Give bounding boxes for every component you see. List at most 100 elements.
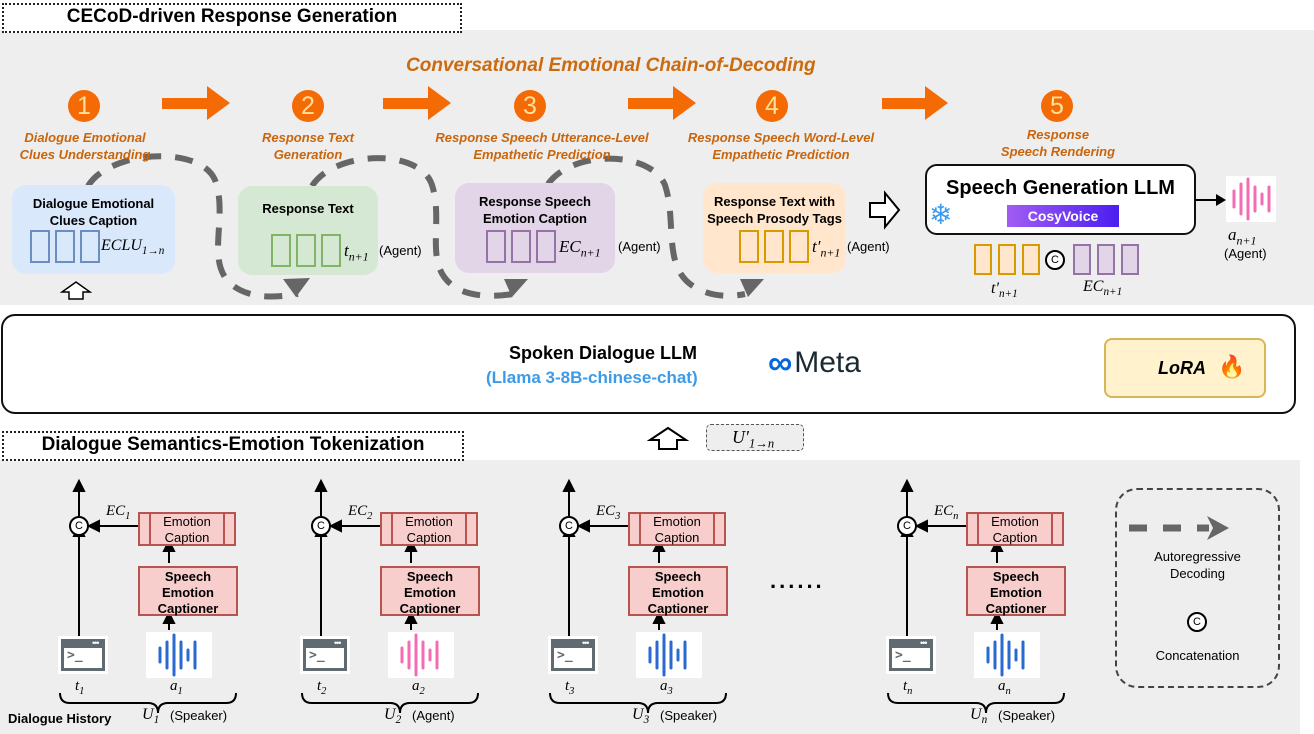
eclu-title-line2: Clues Caption [49,213,138,228]
response-text-card: Response Text tn+1 [238,186,378,275]
prosody-text-role: (Agent) [847,239,890,254]
snowflake-icon: ❄ [929,199,953,230]
step-4-label-line2: Empathetic Prediction [712,147,850,162]
step-1-label-line2: Clues Understanding [19,147,151,162]
utterance-role: (Speaker) [660,708,718,723]
utterance-role: (Speaker) [998,708,1056,723]
speech-input-text-token [974,244,992,275]
text-symbol: tn [903,678,912,697]
utterance-input-symbol-sub: 1→n [748,436,775,451]
t-main: t [75,678,80,694]
ec-sub: 1 [125,511,131,522]
speech-emotion-captioner: Speech Emotion Captioner [380,566,480,616]
eclu-symbol-sub: 1→n [141,245,165,258]
loop-2-3 [309,155,514,299]
step-5-badge: 5 [1041,90,1073,122]
captioner-line1: Speech [406,569,454,584]
dialogue-history-label: Dialogue History [8,711,112,726]
response-text-role: (Agent) [379,243,422,258]
t-sub: 3 [569,686,575,697]
emotion-caption-symbol: EC3 [596,503,620,522]
response-text-symbol-main: t [344,241,349,260]
waveform [158,633,197,677]
audio-waveform-icon [974,632,1040,678]
captioner-line2: Emotion [162,585,214,600]
ec-main: EC [934,503,954,519]
terminal-screen [64,648,102,668]
prosody-text-token [789,230,809,263]
emotion-caption-token [486,230,506,263]
prosody-title-line1: Response Text with [713,194,836,209]
emotion-caption-line2: Caption [164,530,210,545]
utterance-input-symbol: U′1→n [732,427,774,452]
eclu-card: Dialogue Emotional Clues Caption ECLU1→n [12,185,175,274]
legend-autoregressive-line2: Decoding [1170,566,1225,581]
text-symbol: t2 [317,678,326,697]
step-1-badge: 1 [68,90,100,122]
legend-autoregressive-label: Autoregressive Decoding [1117,548,1278,582]
step-3-badge: 3 [514,90,546,122]
u-sub: 2 [395,714,402,727]
emotion-caption-left-bar [391,514,393,544]
audio-symbol: an [998,678,1011,697]
captioner-line3: Captioner [399,601,461,616]
output-audio-symbol: an+1 [1228,225,1256,248]
audio-symbol: a1 [170,678,183,697]
output-audio-symbol-main: a [1228,225,1237,244]
waveform [648,633,687,677]
lora-badge: LoRA 🔥 [1104,338,1266,398]
response-text-token [271,234,291,267]
eclu-card-title: Dialogue Emotional Clues Caption [12,195,175,229]
a-sub: 1 [177,686,183,697]
emotion-caption-role: (Agent) [618,239,661,254]
eclu-symbol: ECLU1→n [101,237,164,257]
response-text-symbol-sub: n+1 [348,249,369,264]
step-1-label-line1: Dialogue Emotional [24,130,146,145]
output-audio-waveform-icon [1226,176,1276,222]
eclu-symbol-main: ECLU [101,237,142,254]
emotion-caption-symbol-sub: n+1 [580,245,601,260]
a-sub: 3 [667,686,673,697]
audio-symbol: a2 [412,678,425,697]
emotion-caption-left-bar [639,514,641,544]
utterance-symbol: U3 [632,706,649,726]
prosody-symbol-main: t′ [812,237,821,256]
emotion-caption-box: Emotion Caption [138,512,236,546]
prosody-text-symbol: t′n+1 [812,237,840,260]
utterance-symbol: U1 [142,706,159,726]
loop-3-4 [545,155,746,299]
utterance-symbol: Un [970,706,987,726]
a-main: a [660,678,668,694]
ec-sub: n [953,511,959,522]
utterance-group-2: C EC2 Emotion Caption Speech Emotion Cap… [300,478,540,726]
emotion-caption-right-bar [1051,514,1053,544]
utterance-group-3: C EC3 Emotion Caption Speech Emotion Cap… [548,478,788,726]
captioner-line1: Speech [164,569,212,584]
bottom-section-title: Dialogue Semantics-Emotion Tokenization [2,431,464,461]
prosody-text-card-title: Response Text with Speech Prosody Tags [703,193,846,227]
a-main: a [412,678,420,694]
response-text-card-title: Response Text [262,201,354,216]
captioner-line2: Emotion [990,585,1042,600]
response-text-symbol: tn+1 [344,241,369,264]
loop-arrowhead-4 [740,279,764,297]
emotion-caption-symbol: ECn+1 [559,237,601,260]
emotion-caption-line1: Emotion [653,514,701,529]
utterance-symbol: U2 [384,706,401,726]
step-3-label-line1: Response Speech Utterance-Level [435,130,649,145]
terminal-prompt: >_ [67,648,83,663]
top-section-title: CECoD-driven Response Generation [2,3,462,33]
prosody-text-card: Response Text with Speech Prosody Tags t… [703,183,846,273]
ec-sub: 2 [367,511,373,522]
terminal-screen [892,648,930,668]
step-2-label-line2: Generation [273,147,343,162]
u-main: U [970,706,982,723]
terminal-dots: ••• [920,638,928,648]
emotion-caption-box: Emotion Caption [628,512,726,546]
output-audio-symbol-sub: n+1 [1236,233,1257,248]
emotion-caption-title-line2: Emotion Caption [483,211,587,226]
prosody-text-token [764,230,784,263]
terminal-prompt: >_ [557,648,573,663]
audio-symbol: a3 [660,678,673,697]
emotion-caption-line2: Caption [406,530,452,545]
